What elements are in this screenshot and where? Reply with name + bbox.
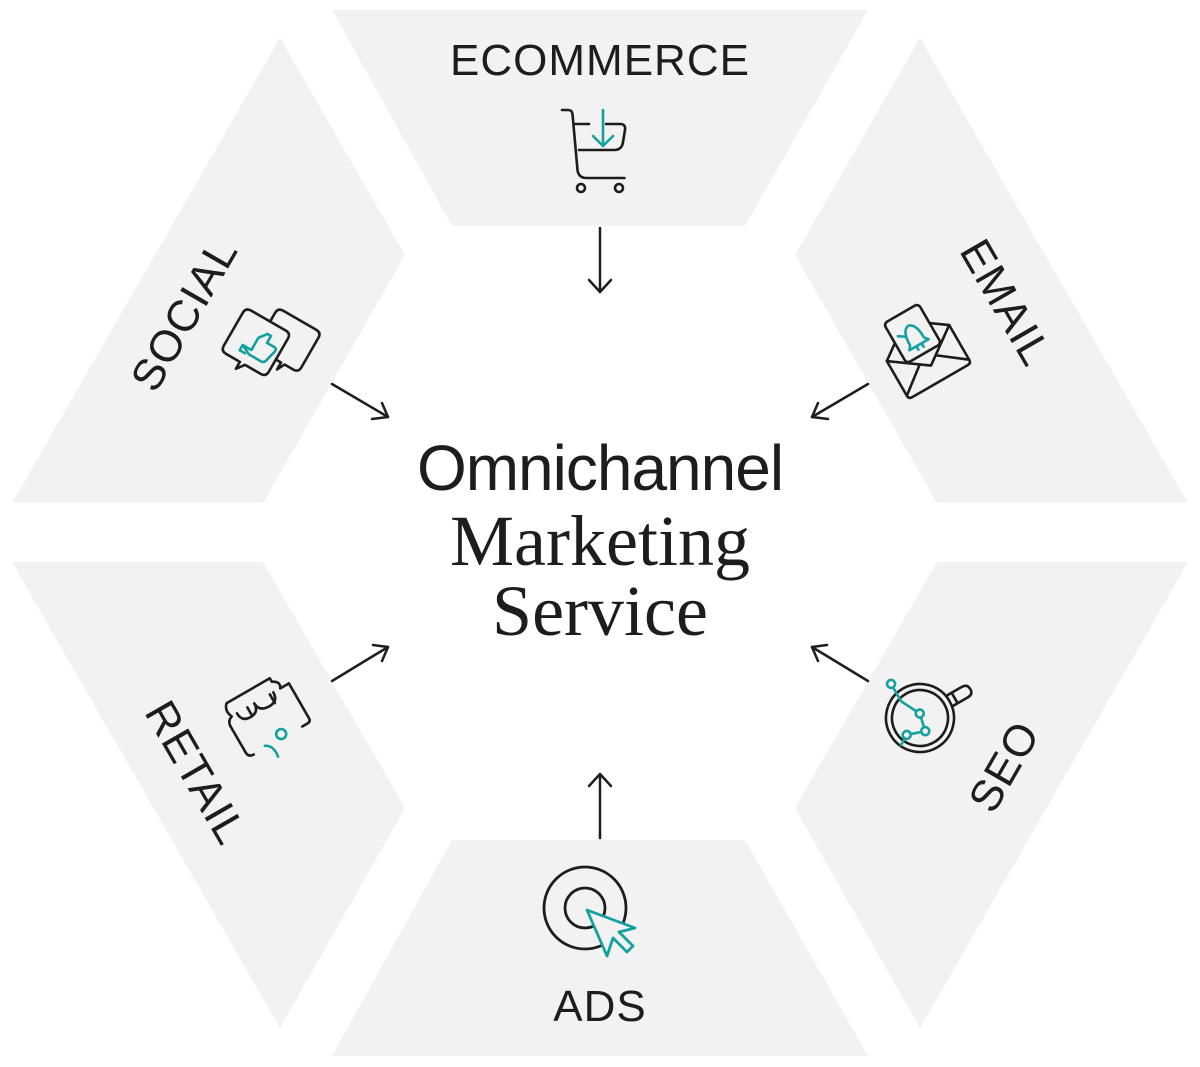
arrow-email: [810, 382, 870, 421]
arrow-retail: [330, 643, 390, 683]
arrow-social: [330, 382, 390, 421]
label-ads: ADS: [553, 982, 647, 1031]
storefront-person-icon: [224, 676, 311, 758]
panel-ads: [332, 840, 868, 1056]
target-cursor-icon: [542, 865, 637, 958]
shopping-cart-download-icon: [560, 108, 627, 194]
arrow-seo: [810, 643, 870, 683]
panel-seo: [795, 562, 1188, 1028]
chat-thumbs-up-icon: [221, 308, 321, 377]
panel-ecommerce: [332, 10, 868, 226]
label-ecommerce: ECOMMERCE: [450, 36, 750, 85]
panel-email: [795, 38, 1188, 503]
panel-retail: [12, 562, 405, 1028]
title-line-marketing: Marketing: [450, 501, 750, 581]
envelope-bell-icon: [883, 303, 972, 400]
panel-social: [12, 38, 405, 503]
center-title: Omnichannel Marketing Service: [340, 430, 860, 651]
arrow-ecommerce: [587, 226, 613, 294]
arrow-ads: [587, 772, 613, 840]
title-line-omnichannel: Omnichannel: [416, 432, 784, 504]
magnifier-chart-icon: [884, 678, 973, 754]
title-line-service: Service: [492, 571, 708, 651]
